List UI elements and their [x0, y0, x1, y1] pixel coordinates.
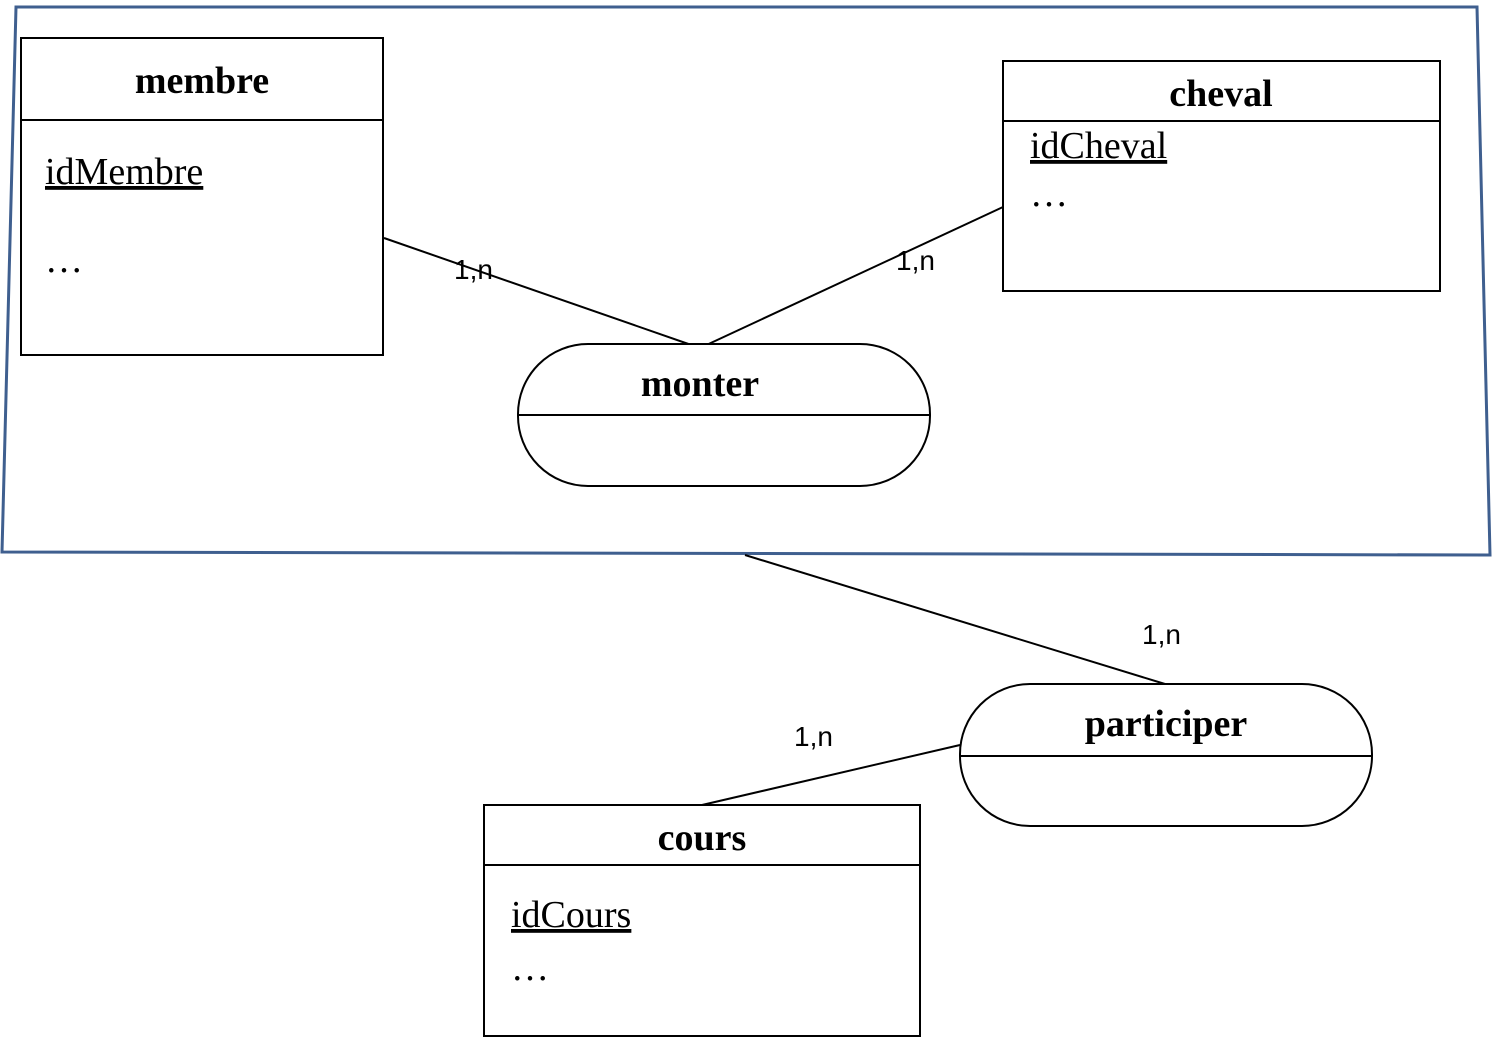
association-participer-title: participer — [1085, 703, 1248, 745]
association-participer[interactable]: participer — [959, 683, 1373, 827]
link-membre-monter — [383, 237, 701, 349]
cardinality-cours-participer: 1,n — [794, 721, 833, 752]
entity-cheval-more: … — [1030, 173, 1068, 215]
entity-cheval-key: idCheval — [1030, 125, 1167, 167]
aggregate-frame — [0, 5, 1492, 557]
entity-membre-box — [20, 37, 384, 356]
entity-membre[interactable]: membre idMembre … — [20, 37, 384, 356]
cardinality-membre-monter: 1,n — [454, 254, 493, 285]
entity-cours-title: cours — [658, 817, 747, 859]
cardinality-aggregate-participer: 1,n — [1142, 619, 1181, 650]
entity-cours[interactable]: cours idCours … — [483, 804, 921, 1037]
entity-cheval-box — [1002, 60, 1441, 292]
entity-membre-more: … — [45, 239, 83, 281]
entity-cours-key: idCours — [511, 894, 631, 936]
entity-cours-box — [483, 804, 921, 1037]
entity-membre-title: membre — [135, 60, 269, 102]
entity-cheval-title: cheval — [1169, 73, 1272, 115]
association-monter-title: monter — [641, 363, 759, 405]
entity-cheval[interactable]: cheval idCheval … — [1002, 60, 1441, 292]
link-cours-participer — [701, 744, 961, 806]
cardinality-cheval-monter: 1,n — [896, 245, 935, 276]
entity-cours-more: … — [511, 947, 549, 989]
link-aggregate-participer — [744, 554, 1166, 685]
association-monter[interactable]: monter — [517, 343, 931, 487]
entity-membre-key: idMembre — [45, 151, 203, 193]
link-cheval-monter — [699, 206, 1004, 349]
